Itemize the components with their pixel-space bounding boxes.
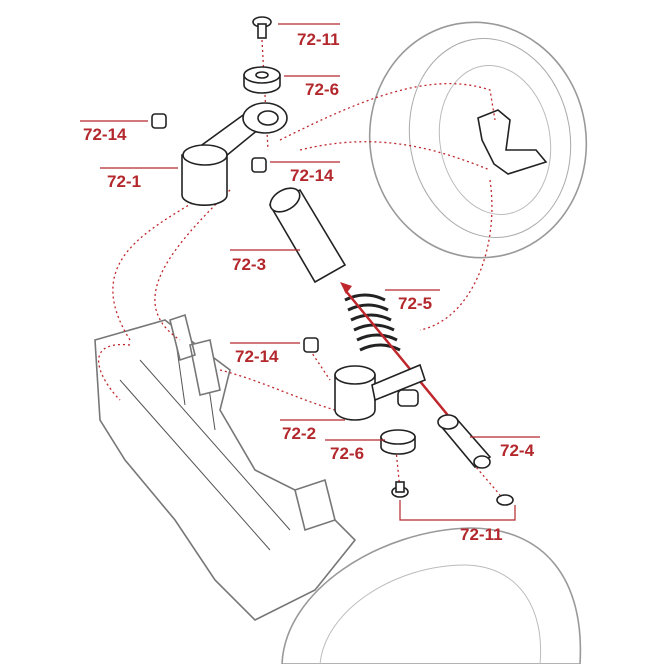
- label-72-6-lower: 72-6: [330, 444, 364, 463]
- leader-lines: [80, 23, 540, 521]
- label-72-3: 72-3: [232, 255, 266, 274]
- label-72-6-top: 72-6: [305, 80, 339, 99]
- label-72-11-top: 72-11: [297, 30, 340, 49]
- bolt-lower-b: [496, 494, 514, 506]
- label-72-2: 72-2: [282, 424, 316, 443]
- label-72-11-lower: 72-11: [460, 525, 503, 544]
- wheel-upper: [368, 21, 588, 259]
- nut-lower: [303, 337, 319, 353]
- bolt-top: [252, 16, 272, 39]
- shaft: [437, 414, 492, 469]
- label-72-14-left: 72-14: [83, 125, 127, 144]
- arrow: [340, 282, 461, 431]
- label-72-5: 72-5: [398, 294, 432, 313]
- label-72-1: 72-1: [107, 172, 141, 191]
- bolt-lower-a: [391, 481, 409, 498]
- nut-left: [151, 113, 167, 129]
- nut-mid: [251, 157, 267, 173]
- upper-arm: [181, 102, 288, 207]
- washer-top: [243, 66, 281, 94]
- washer-lower: [380, 429, 416, 455]
- boot: [268, 187, 347, 284]
- label-72-4: 72-4: [500, 441, 535, 460]
- label-72-14-lower: 72-14: [235, 347, 279, 366]
- wheel-lower: [281, 527, 582, 664]
- label-72-14-mid: 72-14: [290, 166, 334, 185]
- frame: [94, 313, 357, 621]
- lower-arm: [334, 363, 426, 421]
